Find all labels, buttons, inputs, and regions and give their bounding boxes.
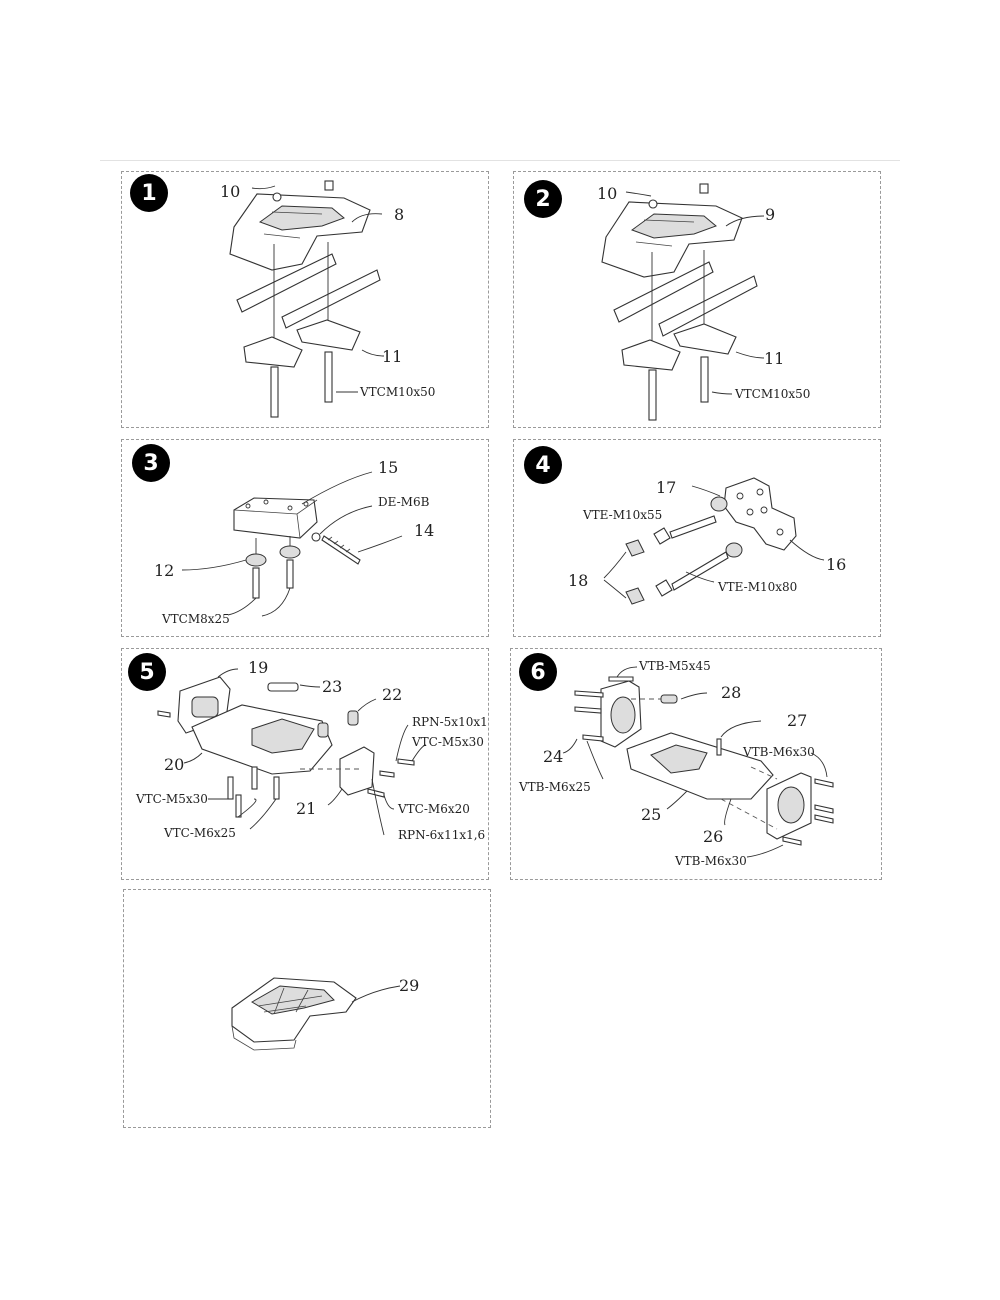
callout-8: 8	[394, 205, 405, 224]
callout-rpn-6x11x1-6: RPN-6x11x1,6	[398, 828, 486, 842]
callout-10: 10	[220, 182, 241, 201]
panel-7-drawing	[231, 977, 401, 1051]
callout-16: 16	[826, 555, 847, 574]
callout-vtc-m5x30-left: VTC-M5x30	[136, 792, 208, 806]
panel-2-badge: 2	[524, 180, 562, 218]
callout-vtcm10x50: VTCM10x50	[360, 385, 436, 399]
callout-vtb-m5x45: VTB-M5x45	[639, 659, 711, 673]
panel-4: 4 17 VTE-M10x55 16 18 VTE-M10x80	[513, 439, 881, 637]
callout-18: 18	[568, 571, 589, 590]
panel-1-drawing	[229, 180, 385, 418]
callout-26: 26	[703, 827, 724, 846]
panel-5-drawing	[157, 668, 427, 836]
callout-17: 17	[656, 478, 677, 497]
callout-vtb-m6x30-right: VTB-M6x30	[743, 745, 815, 759]
panel-1-badge: 1	[130, 174, 168, 212]
callout-vtb-m6x25: VTB-M6x25	[519, 780, 591, 794]
callout-de-m6b: DE-M6B	[378, 495, 430, 509]
panel-1: 1 10 8 11 VTCM10x50	[121, 171, 489, 428]
top-divider	[100, 160, 900, 161]
callout-vtc-m5x30-right: VTC-M5x30	[412, 735, 484, 749]
panel-2: 2 10 9 11 VTCM10x50	[513, 171, 881, 428]
panel-2-drawing	[601, 183, 765, 421]
panel-3-badge: 3	[132, 444, 170, 482]
panel-6: 6 VTB-M5x45 28 27 24 VTB-M6x30 VTB-M6x25…	[510, 648, 882, 880]
callout-27: 27	[787, 711, 808, 730]
callout-10: 10	[597, 184, 618, 203]
callout-29: 29	[399, 976, 420, 995]
panel-4-drawing	[603, 477, 825, 605]
callout-12: 12	[154, 561, 175, 580]
callout-11: 11	[382, 347, 403, 366]
callout-22: 22	[382, 685, 403, 704]
panel-6-drawing	[562, 666, 834, 858]
callout-14: 14	[414, 521, 435, 540]
callout-vte-m10x80: VTE-M10x80	[718, 580, 798, 594]
callout-rpn-5x10x1: RPN-5x10x1	[412, 715, 488, 729]
callout-15: 15	[378, 458, 399, 477]
callout-vtc-m6x20: VTC-M6x20	[398, 802, 470, 816]
callout-24: 24	[543, 747, 564, 766]
callout-vtcm10x50: VTCM10x50	[735, 387, 811, 401]
panel-3-drawing	[181, 471, 403, 617]
panel-3: 3 15 DE-M6B 14 12 VTCM8x25	[121, 439, 489, 637]
callout-vtc-m6x25: VTC-M6x25	[164, 826, 236, 840]
callout-vtcm8x25: VTCM8x25	[162, 612, 230, 626]
callout-vtb-m6x30-bottom: VTB-M6x30	[675, 854, 747, 868]
panel-6-badge: 6	[519, 653, 557, 691]
callout-25: 25	[641, 805, 662, 824]
callout-20: 20	[164, 755, 185, 774]
panel-5: 5 19 23 22 RPN-5x10x1 VTC-M5x30 20 VTC-M…	[121, 648, 489, 880]
callout-19: 19	[248, 658, 269, 677]
panel-7: 29	[123, 889, 491, 1128]
callout-23: 23	[322, 677, 343, 696]
callout-11: 11	[764, 349, 785, 368]
panel-5-badge: 5	[128, 653, 166, 691]
callout-9: 9	[765, 205, 776, 224]
callout-21: 21	[296, 799, 317, 818]
callout-vte-m10x55: VTE-M10x55	[583, 508, 663, 522]
panel-4-badge: 4	[524, 446, 562, 484]
callout-28: 28	[721, 683, 742, 702]
